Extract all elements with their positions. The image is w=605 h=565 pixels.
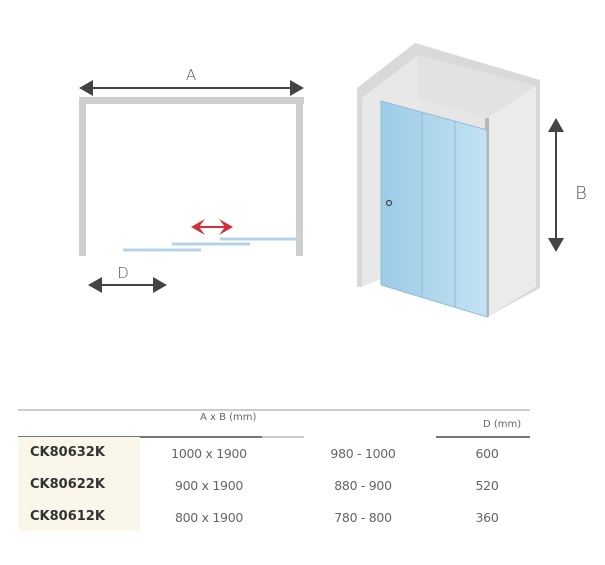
frame-right-post [296, 97, 303, 256]
frame-left-post [79, 97, 86, 256]
back-wall [418, 55, 536, 118]
frame-top [79, 97, 304, 104]
right-wall [487, 86, 536, 317]
table-top-rule [18, 409, 530, 411]
header-rule-faint [262, 436, 304, 438]
product-code: CK80612K [30, 509, 105, 524]
dimensions-table: A x B (mm) D (mm) CK80632K 1000 x 1900 9… [18, 409, 530, 534]
product-code: CK80632K [30, 445, 105, 460]
code-column-bg [18, 437, 140, 531]
header-d: D (mm) [483, 419, 522, 430]
glass-door [380, 100, 488, 318]
ab-value: 1000 x 1900 [171, 446, 247, 461]
product-code: CK80622K [30, 477, 105, 492]
ab-value: 800 x 1900 [174, 510, 244, 525]
range-value: 780 - 800 [334, 510, 392, 525]
d-value: 360 [475, 510, 499, 525]
label-a: A [186, 66, 196, 84]
d-value: 600 [475, 446, 499, 461]
header-rule [18, 436, 262, 438]
range-value: 880 - 900 [334, 478, 392, 493]
perspective-view: B [357, 43, 587, 318]
ab-value: 900 x 1900 [174, 478, 244, 493]
header-rule-right [436, 436, 530, 438]
door-handle-icon [385, 199, 393, 207]
plan-view: A D [79, 66, 304, 293]
label-b: B [575, 183, 587, 204]
range-value: 980 - 1000 [330, 446, 396, 461]
label-d: D [117, 264, 129, 282]
header-ab: A x B (mm) [200, 412, 257, 423]
shower-diagram: A D B [79, 43, 587, 318]
d-value: 520 [475, 478, 499, 493]
